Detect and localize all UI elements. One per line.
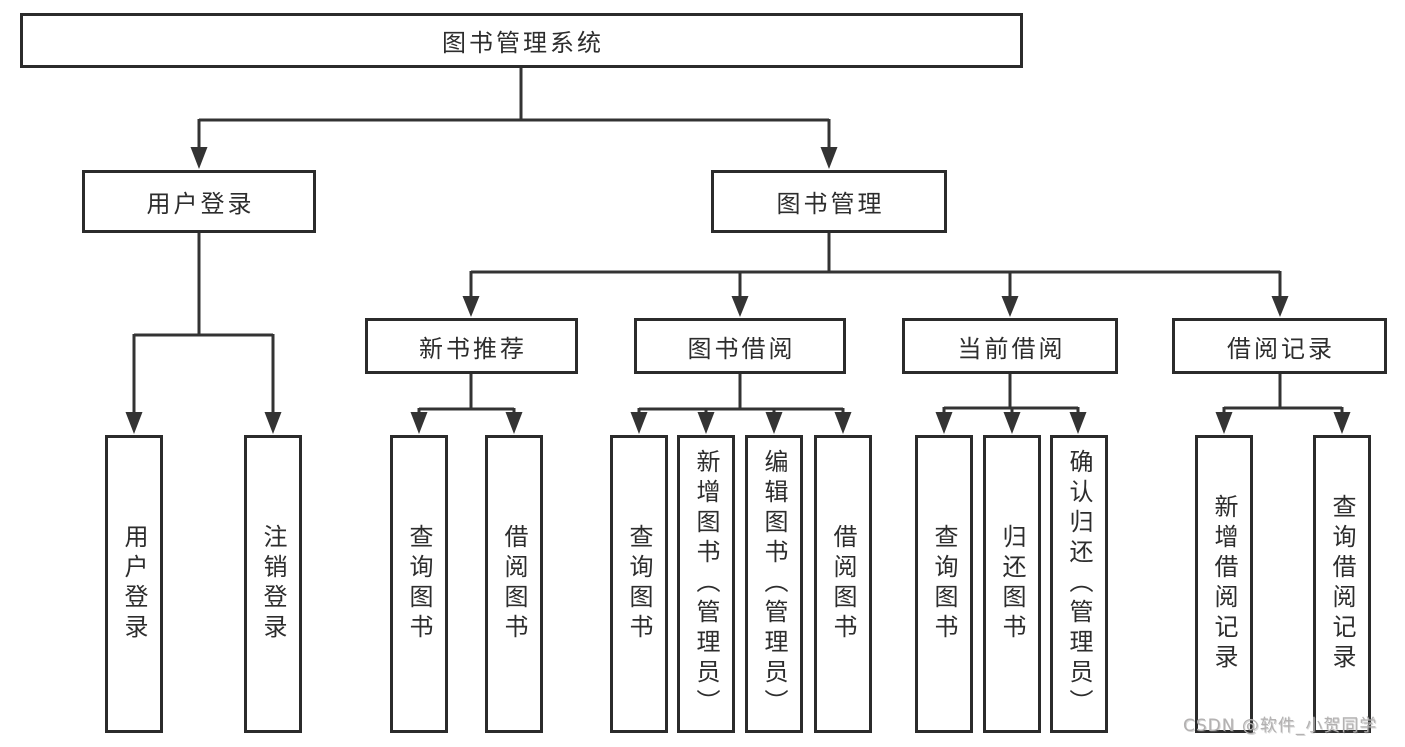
edge-current-borrow-split [942, 374, 1080, 416]
leaf-borrow-books-recommend-label: 借阅图书 [500, 524, 528, 644]
leaf-query-borrow-record-label: 查询借阅记录 [1328, 494, 1356, 674]
node-root-system: 图书管理系统 [20, 13, 1023, 68]
leaf-add-book-admin-label: 新增图书（管理员） [692, 449, 720, 719]
leaf-user-login: 用户登录 [105, 435, 163, 733]
leaf-confirm-return-admin: 确认归还（管理员） [1050, 435, 1108, 733]
csdn-watermark: CSDN @软件_小贺同学 [1183, 716, 1378, 736]
node-current-borrowing-label: 当前借阅 [957, 334, 1066, 363]
leaf-query-books-borrowing-label: 查询图书 [625, 524, 653, 644]
leaf-add-borrow-record: 新增借阅记录 [1195, 435, 1253, 733]
node-user-login-label: 用户登录 [146, 190, 255, 218]
node-book-management: 图书管理 [711, 170, 947, 233]
node-root-label: 图书管理系统 [442, 29, 604, 57]
leaf-query-books-recommend: 查询图书 [390, 435, 448, 733]
edge-borrow-record-split [1222, 374, 1344, 416]
node-book-borrowing: 图书借阅 [634, 318, 846, 374]
edge-user-login-split [132, 233, 275, 416]
leaf-query-books-current: 查询图书 [915, 435, 973, 733]
edge-root-split [197, 68, 831, 150]
node-new-book-recommend: 新书推荐 [365, 318, 578, 374]
edge-book-borrow-split [637, 374, 845, 416]
leaf-edit-book-admin-label: 编辑图书（管理员） [760, 449, 788, 719]
node-borrowing-records: 借阅记录 [1172, 318, 1387, 374]
node-new-book-recommend-label: 新书推荐 [419, 334, 527, 363]
node-user-login: 用户登录 [82, 170, 316, 233]
leaf-logout: 注销登录 [244, 435, 302, 733]
leaf-edit-book-admin: 编辑图书（管理员） [745, 435, 803, 733]
leaf-add-book-admin: 新增图书（管理员） [677, 435, 735, 733]
node-current-borrowing: 当前借阅 [902, 318, 1118, 374]
leaf-query-books-borrowing: 查询图书 [610, 435, 668, 733]
leaf-confirm-return-admin-label: 确认归还（管理员） [1065, 449, 1093, 719]
leaf-borrow-books-borrowing-label: 借阅图书 [829, 524, 857, 644]
node-book-borrowing-label: 图书借阅 [687, 334, 796, 363]
leaf-return-book: 归还图书 [983, 435, 1041, 733]
leaf-borrow-books-recommend: 借阅图书 [485, 435, 543, 733]
leaf-query-books-current-label: 查询图书 [930, 524, 958, 644]
edge-book-mgmt-split [469, 233, 1282, 299]
leaf-user-login-label: 用户登录 [120, 524, 148, 644]
edge-new-book-split [417, 374, 516, 416]
leaf-borrow-books-borrowing: 借阅图书 [814, 435, 872, 733]
leaf-query-borrow-record: 查询借阅记录 [1313, 435, 1371, 733]
leaf-return-book-label: 归还图书 [998, 524, 1026, 644]
leaf-query-books-recommend-label: 查询图书 [405, 524, 433, 644]
leaf-logout-label: 注销登录 [259, 524, 287, 644]
leaf-add-borrow-record-label: 新增借阅记录 [1210, 494, 1238, 674]
node-book-management-label: 图书管理 [776, 190, 885, 218]
node-borrowing-records-label: 借阅记录 [1227, 334, 1335, 363]
